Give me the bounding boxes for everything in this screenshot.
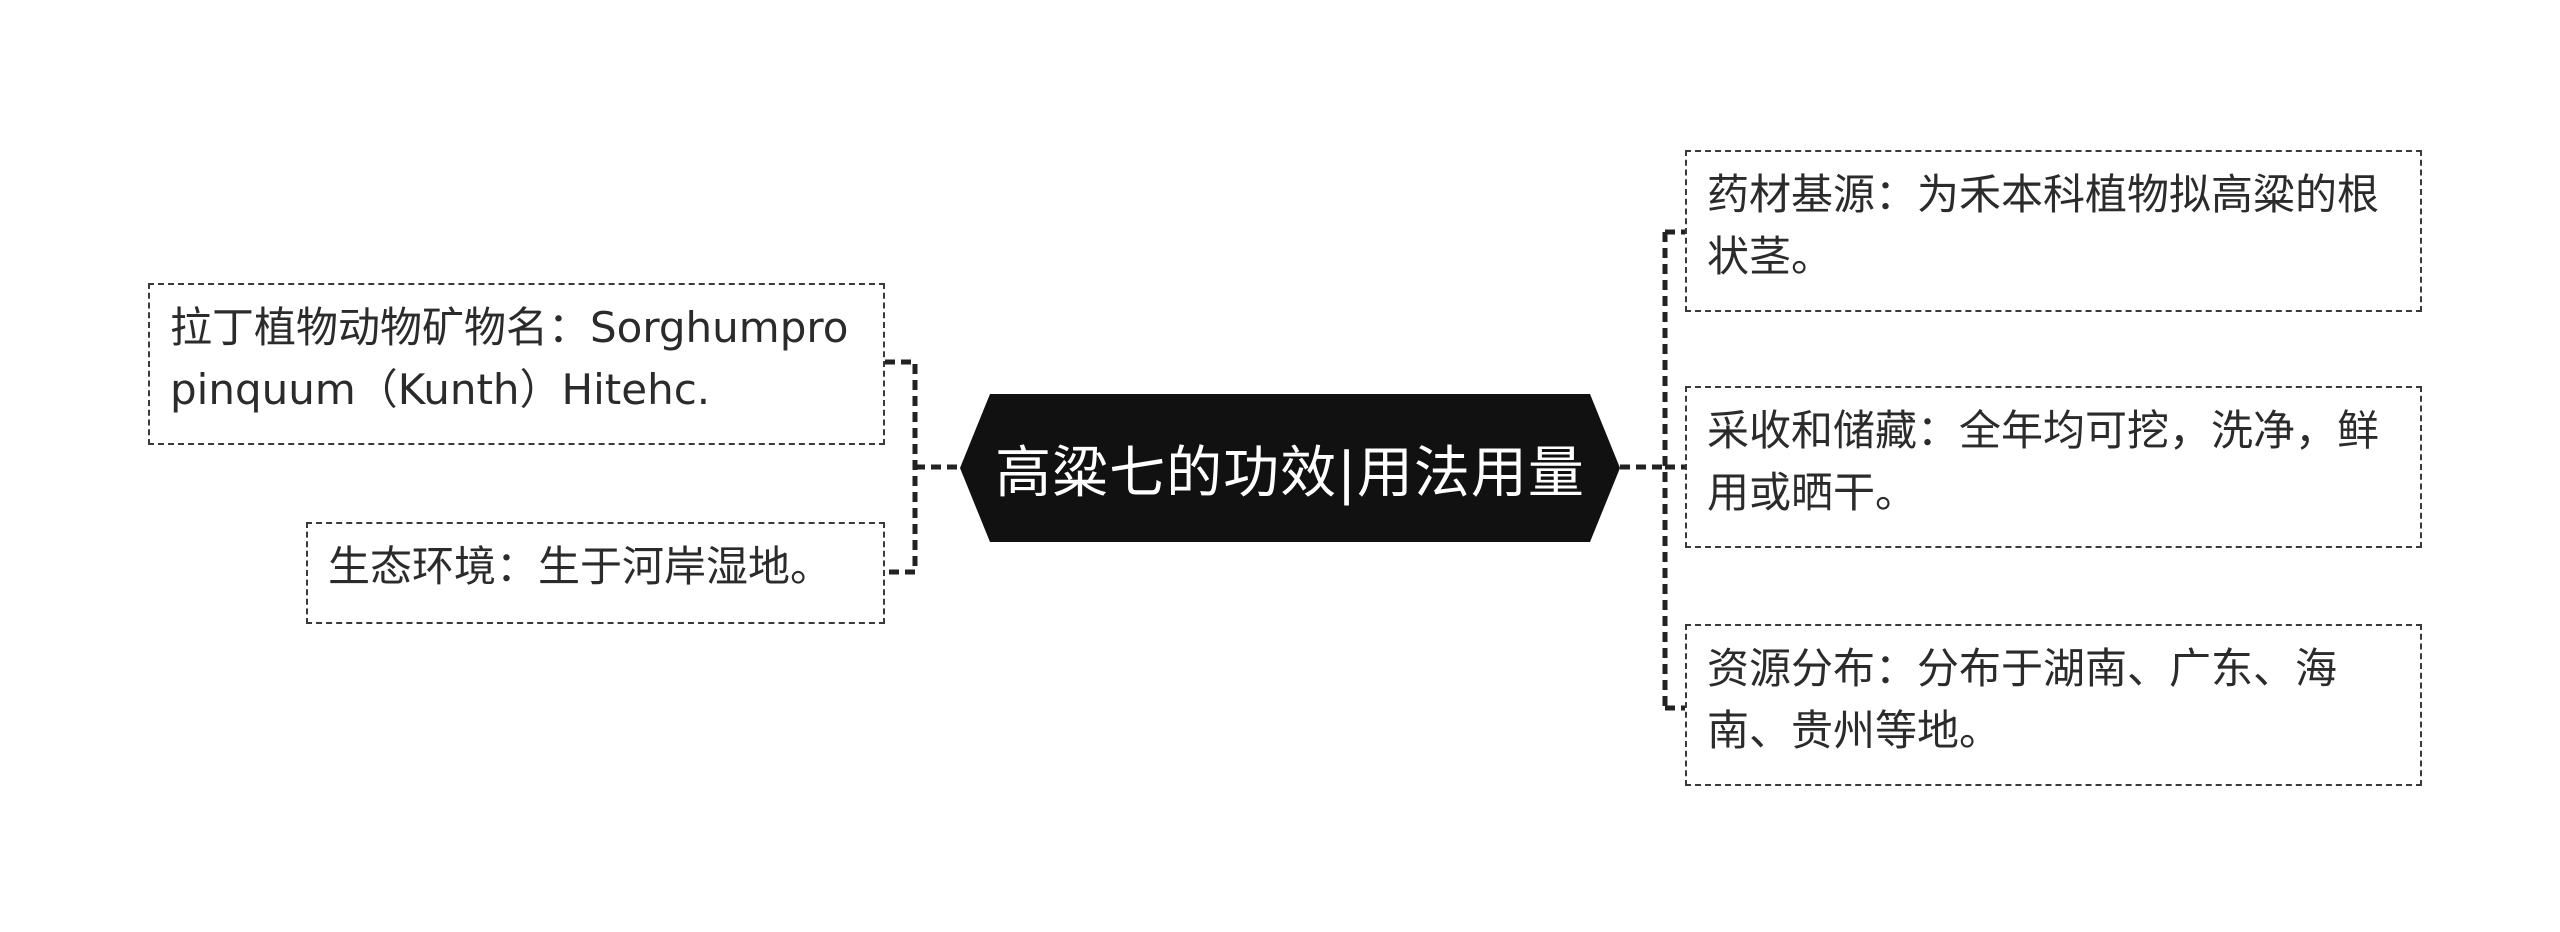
branch-source: 药材基源：为禾本科植物拟高粱的根状茎。	[1685, 150, 2422, 312]
branch-habitat: 生态环境：生于河岸湿地。	[306, 522, 885, 624]
branch-source-text: 药材基源：为禾本科植物拟高粱的根状茎。	[1707, 170, 2380, 281]
central-topic: 高粱七的功效|用法用量	[960, 394, 1620, 542]
right-connector	[1620, 229, 1685, 711]
branch-distribution-text: 资源分布：分布于湖南、广东、海南、贵州等地。	[1707, 644, 2338, 755]
branch-habitat-text: 生态环境：生于河岸湿地。	[328, 542, 833, 591]
central-topic-shape	[960, 394, 1620, 542]
branch-distribution: 资源分布：分布于湖南、广东、海南、贵州等地。	[1685, 624, 2422, 786]
branch-latin-name-text: 拉丁植物动物矿物名：Sorghumpro pinquum（Kunth）Hiteh…	[170, 303, 849, 414]
branch-harvest-text: 采收和储藏：全年均可挖，洗净，鲜用或晒干。	[1707, 406, 2380, 517]
left-connector	[885, 359, 960, 575]
branch-latin-name: 拉丁植物动物矿物名：Sorghumpro pinquum（Kunth）Hiteh…	[148, 283, 885, 445]
central-topic-title: 高粱七的功效|用法用量	[995, 440, 1585, 506]
branch-harvest: 采收和储藏：全年均可挖，洗净，鲜用或晒干。	[1685, 386, 2422, 548]
